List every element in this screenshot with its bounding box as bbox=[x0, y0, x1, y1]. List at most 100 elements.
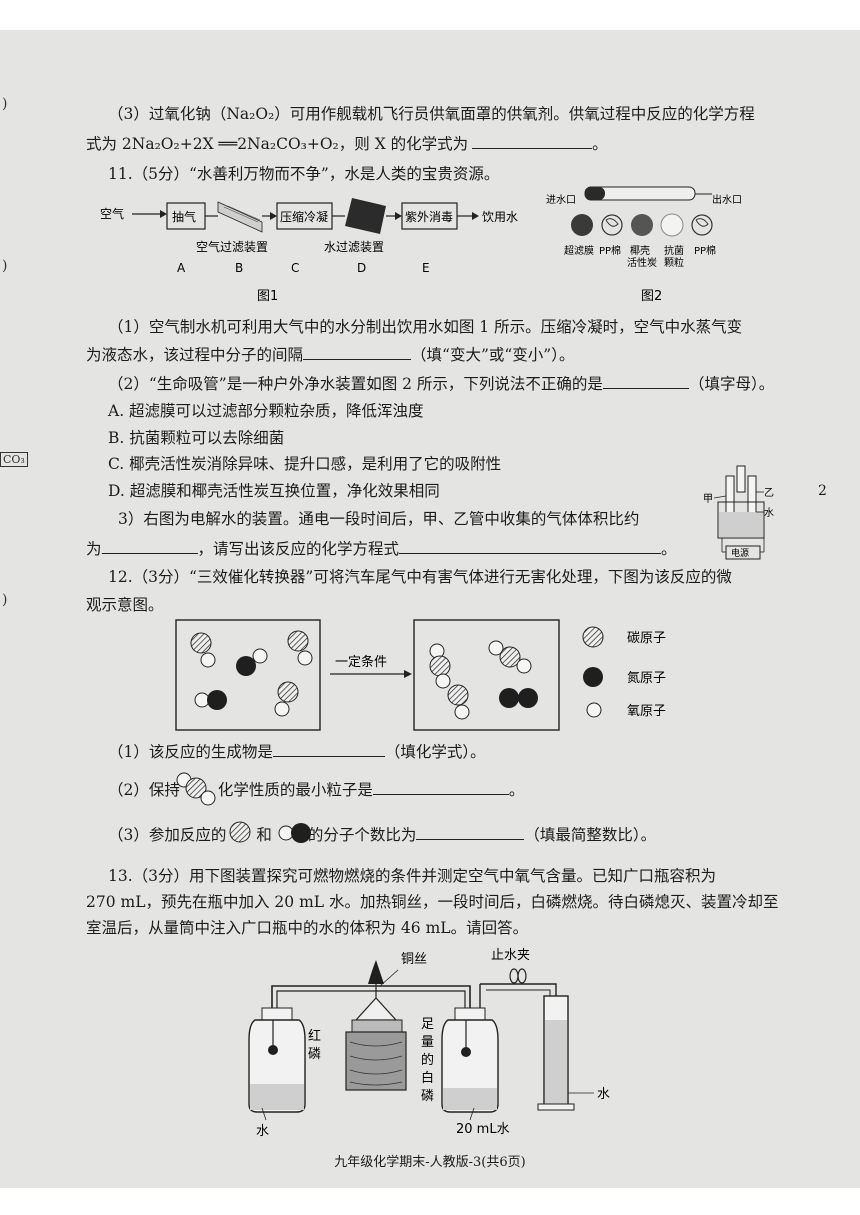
right-bottle bbox=[441, 984, 499, 1113]
fig2-layer-5: PP棉 bbox=[694, 244, 716, 257]
co-molecule-icon bbox=[229, 821, 251, 843]
q11-option-a: A. 超滤膜可以过滤部分颗粒杂质，降低浑浊度 bbox=[108, 402, 424, 420]
water-right-label: 水 bbox=[597, 1087, 610, 1102]
q11-3-line2: 为，请写出该反应的化学方程式。 bbox=[86, 537, 677, 560]
white-phosphorus-icon bbox=[461, 1047, 471, 1057]
fig1-box-c: 压缩冷凝 bbox=[280, 209, 328, 224]
electrolysis-apparatus: 甲 乙 水 电源 bbox=[703, 465, 774, 560]
oxygen-atom-icon bbox=[586, 702, 602, 718]
fig2-layer-2: PP棉 bbox=[599, 244, 621, 257]
answer-blank[interactable] bbox=[602, 372, 689, 389]
q12-stem-line2: 观示意图。 bbox=[86, 596, 164, 614]
water-label: 水 bbox=[764, 507, 774, 519]
fig1-letter-d: D bbox=[357, 261, 366, 275]
margin-paren: ) bbox=[2, 258, 8, 274]
legend-carbon: 碳原子 bbox=[627, 631, 666, 646]
fig1-caption: 图1 bbox=[257, 289, 278, 304]
q12-3: （3）参加反应的和的分子个数比为（填最简整数比）。 bbox=[108, 823, 656, 846]
tube-a-label: 甲 bbox=[703, 494, 713, 505]
pp-cotton-icon bbox=[691, 214, 713, 236]
ultrafiltration-icon bbox=[571, 214, 593, 236]
tube-b-label: 乙 bbox=[764, 487, 774, 499]
nitrogen-atom-icon bbox=[583, 667, 603, 687]
margin-paren: ) bbox=[2, 592, 8, 608]
q11-stem: 11.（5分）“水善利万物而不争”，水是人类的宝贵资源。 bbox=[108, 165, 500, 183]
water-left-label: 水 bbox=[256, 1124, 269, 1139]
left-bottle bbox=[248, 1007, 306, 1113]
margin-formula: CO₃ bbox=[0, 452, 28, 467]
co2-molecule-icon bbox=[176, 772, 216, 806]
q11-3-line1: 3）右图为电解水的装置。通电一段时间后，甲、乙管中收集的气体体积比约 bbox=[118, 510, 640, 528]
pp-cotton-icon bbox=[601, 214, 623, 236]
antibacterial-icon bbox=[660, 213, 684, 237]
fig1-letter-c: C bbox=[291, 261, 299, 275]
q13-line3: 室温后，从量筒中注入广口瓶中的水的体积为 46 mL。请回答。 bbox=[86, 919, 529, 937]
white-p-label-4: 白 bbox=[421, 1070, 434, 1086]
products-box bbox=[413, 619, 560, 731]
answer-blank[interactable] bbox=[372, 778, 509, 795]
margin-paren: ) bbox=[2, 96, 8, 112]
answer-blank[interactable] bbox=[101, 537, 198, 554]
fig1-box-e: 紫外消毒 bbox=[405, 210, 453, 224]
red-phosphorus-icon bbox=[268, 1045, 278, 1055]
q10-3-line2: 式为 2Na₂O₂+2X ══2Na₂CO₃+O₂，则 X 的化学式为。 bbox=[86, 132, 608, 155]
answer-blank[interactable] bbox=[472, 132, 593, 149]
white-p-label-3: 的 bbox=[421, 1052, 434, 1068]
carbon-atom-icon bbox=[582, 626, 604, 648]
q13-line2: 270 mL，预先在瓶中加入 20 mL 水。加热铜丝，一段时间后，白磷燃烧。待… bbox=[86, 893, 779, 911]
q12-1: （1）该反应的生成物是（填化学式）。 bbox=[108, 740, 486, 763]
answer-blank[interactable] bbox=[399, 537, 662, 554]
graduated-cylinder bbox=[537, 995, 575, 1111]
exam-sheet bbox=[0, 30, 860, 1188]
legend-oxygen: 氧原子 bbox=[627, 704, 666, 719]
reaction-condition: 一定条件 bbox=[335, 654, 387, 670]
white-p-label-5: 磷 bbox=[421, 1089, 434, 1104]
white-p-label-2: 量 bbox=[421, 1035, 434, 1050]
fig2-layer-1: 超滤膜 bbox=[564, 244, 594, 257]
fig1-letter-a: A bbox=[177, 261, 186, 275]
fig1-letter-e: E bbox=[422, 261, 430, 275]
white-p-label-1: 足 bbox=[421, 1017, 434, 1032]
fig2-layer-4b: 颗粒 bbox=[664, 256, 684, 269]
q11-1-line1: （1）空气制水机可利用大气中的水分制出饮用水如图 1 所示。压缩冷凝时，空气中水… bbox=[108, 318, 743, 336]
fig2-layer-3: 椰壳 bbox=[630, 244, 650, 257]
copper-wire-label: 铜丝 bbox=[401, 952, 427, 967]
water-filter-icon bbox=[345, 198, 386, 234]
q11-2-stem: （2）“生命吸管”是一种户外净水装置如图 2 所示，下列说法不正确的是（填字母）… bbox=[108, 372, 774, 395]
q12-2: （2）保持化学性质的最小粒子是。 bbox=[108, 778, 524, 801]
clamp-label: 止水夹 bbox=[491, 948, 530, 963]
fig1-air-filter-label: 空气过滤装置 bbox=[196, 239, 268, 254]
answer-blank[interactable] bbox=[303, 343, 412, 360]
fig1-output: 饮用水 bbox=[482, 210, 518, 224]
q11-1-line2: 为液态水，该过程中分子的间隔（填“变大”或“变小”）。 bbox=[86, 343, 574, 366]
legend-nitrogen: 氮原子 bbox=[627, 671, 666, 686]
q13-line1: 13.（3分）用下图装置探究可燃物燃烧的条件并测定空气中氧气含量。已知广口瓶容积… bbox=[108, 867, 717, 885]
reactants-box bbox=[175, 619, 321, 731]
q12-stem-line1: 12.（3分）“三效催化转换器”可将汽车尾气中有害气体进行无害化处理，下图为该反… bbox=[108, 568, 732, 586]
fig2-outlet: 出水口 bbox=[712, 193, 742, 206]
water-mid-label: 20 mL水 bbox=[456, 1122, 510, 1137]
answer-blank[interactable] bbox=[416, 823, 525, 840]
q11-option-d: D. 超滤膜和椰壳活性炭互换位置，净化效果相同 bbox=[108, 482, 440, 500]
fig2-layer-3b: 活性炭 bbox=[627, 256, 657, 269]
side-mark: 2 bbox=[818, 483, 827, 499]
fig2-inlet: 进水口 bbox=[546, 194, 576, 206]
fig1-box-a: 抽气 bbox=[172, 209, 196, 224]
fig2-layer-4: 抗菌 bbox=[664, 244, 684, 257]
page-footer: 九年级化学期末-人教版-3(共6页) bbox=[334, 1155, 526, 1170]
q11-option-c: C. 椰壳活性炭消除异味、提升口感，是利用了它的吸附性 bbox=[108, 455, 502, 473]
red-phosphorus-label-1: 红 bbox=[308, 1028, 321, 1044]
power-label: 电源 bbox=[731, 547, 749, 559]
no-molecule-icon bbox=[278, 823, 311, 843]
fig1-letter-b: B bbox=[235, 261, 243, 275]
q11-option-b: B. 抗菌颗粒可以去除细菌 bbox=[108, 429, 285, 447]
fig2-caption: 图2 bbox=[641, 289, 662, 304]
clamp-icon[interactable] bbox=[509, 968, 527, 984]
answer-blank[interactable] bbox=[272, 740, 385, 757]
wood-block-icon bbox=[345, 1031, 407, 1091]
coconut-carbon-icon bbox=[631, 214, 653, 236]
fig1-water-filter-label: 水过滤装置 bbox=[324, 240, 384, 254]
